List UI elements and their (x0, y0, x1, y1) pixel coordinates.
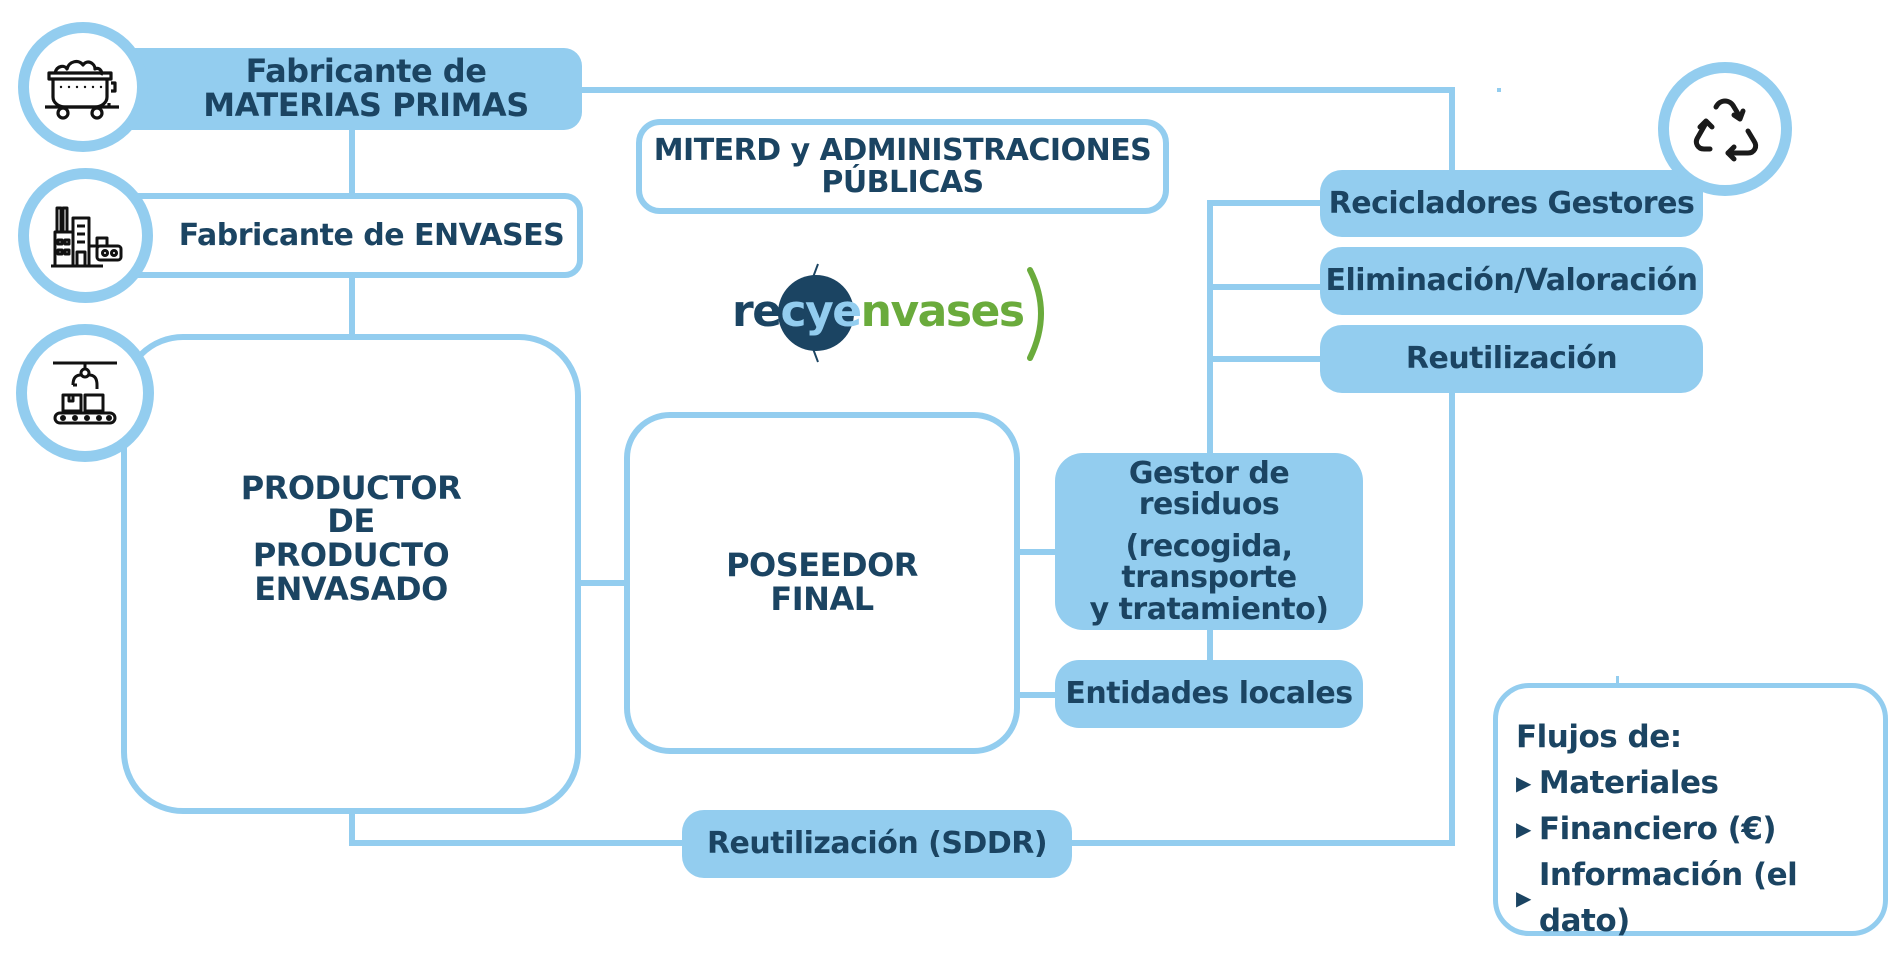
node-packaging-maker: Fabricante de ENVASES (110, 193, 583, 278)
node-reuse-sddr: Reutilización (SDDR) (682, 810, 1072, 878)
node-waste-manager: Gestor de residuos (recogida, transporte… (1055, 453, 1363, 630)
node-final-holder-line1: POSEEDOR (726, 546, 918, 585)
recycle-icon-circle (1658, 62, 1792, 196)
logo-part-nvases: nvases (861, 286, 1024, 337)
conveyor-robot-icon-circle (16, 324, 154, 462)
node-elimination: Eliminación/Valoración (1320, 247, 1703, 315)
node-reuse: Reutilización (1320, 325, 1703, 393)
node-waste-manager-line1: Gestor de residuos (1128, 455, 1290, 523)
mine-cart-icon (45, 59, 119, 120)
recycle-icon (1693, 98, 1759, 162)
node-recyclers-label: Recicladores Gestores (1328, 185, 1695, 221)
node-local-entities: Entidades locales (1055, 660, 1363, 728)
factory-icon (50, 206, 122, 267)
node-administration-line2: PÚBLICAS (821, 164, 984, 200)
conveyor-robot-icon (53, 361, 117, 425)
node-reuse-label: Reutilización (1405, 341, 1618, 377)
triangle-right-icon: ▶ (1516, 817, 1531, 841)
node-producer-line2: DE (327, 502, 375, 541)
node-packaging-maker-label: Fabricante de ENVASES (178, 217, 565, 253)
node-final-holder-line2: FINAL (770, 580, 874, 618)
legend-item-materials-label: Materiales (1538, 765, 1719, 801)
legend-item-materials: ▶ Materiales (1516, 760, 1883, 806)
node-administration-line1: MITERD y ADMINISTRACIONES (653, 133, 1152, 168)
legend-item-information: ▶ Información (el dato) (1516, 852, 1883, 944)
flows-legend: Flujos de: ▶ Materiales ▶ Financiero (€)… (1493, 683, 1888, 939)
triangle-right-icon: ▶ (1516, 886, 1531, 910)
node-waste-manager-line3: transporte (1121, 560, 1297, 596)
node-recyclers: Recicladores Gestores (1320, 170, 1703, 237)
node-raw-materials: Fabricante de MATERIAS PRIMAS (110, 48, 582, 130)
node-producer-line4: ENVASADO (254, 569, 448, 608)
logo-part-cye: cye (781, 286, 861, 337)
recyenvases-logo: recyenvases (730, 258, 1050, 368)
svg-text:recyenvases: recyenvases (732, 286, 1024, 337)
node-waste-manager-line4: y tratamiento) (1089, 591, 1329, 627)
legend-title: Flujos de: (1516, 719, 1682, 755)
node-reuse-sddr-label: Reutilización (SDDR) (706, 826, 1048, 862)
mine-cart-icon-circle (18, 22, 148, 152)
connector-sddr-to-producer (349, 810, 682, 846)
recyenvases-logo-mark: recyenvases (732, 263, 1044, 363)
node-raw-materials-line1: Fabricante de (245, 52, 487, 91)
logo-part-re: re (732, 286, 781, 337)
legend-item-financial: ▶ Financiero (€) (1516, 806, 1883, 852)
node-producer: PRODUCTOR DE PRODUCTO ENVASADO (121, 334, 581, 814)
node-waste-manager-line2: (recogida, (1125, 528, 1293, 564)
logo-bracket (1027, 267, 1044, 361)
node-producer-line3: PRODUCTO (252, 536, 450, 574)
node-raw-materials-line2: MATERIAS PRIMAS (203, 86, 529, 124)
connector-raw-to-recyclers (580, 87, 1455, 170)
node-local-entities-label: Entidades locales (1065, 676, 1353, 712)
node-administration: MITERD y ADMINISTRACIONES PÚBLICAS (636, 119, 1169, 214)
triangle-right-icon: ▶ (1516, 771, 1531, 795)
node-producer-line1: PRODUCTOR (240, 468, 462, 507)
node-final-holder: POSEEDOR FINAL (624, 412, 1020, 754)
factory-icon-circle (18, 168, 153, 303)
legend-item-financial-label: Financiero (€) (1538, 811, 1777, 847)
connector-reuse-to-sddr (1070, 393, 1455, 846)
node-elimination-label: Eliminación/Valoración (1325, 263, 1698, 299)
legend-item-information-label: Información (el dato) (1538, 857, 1798, 939)
